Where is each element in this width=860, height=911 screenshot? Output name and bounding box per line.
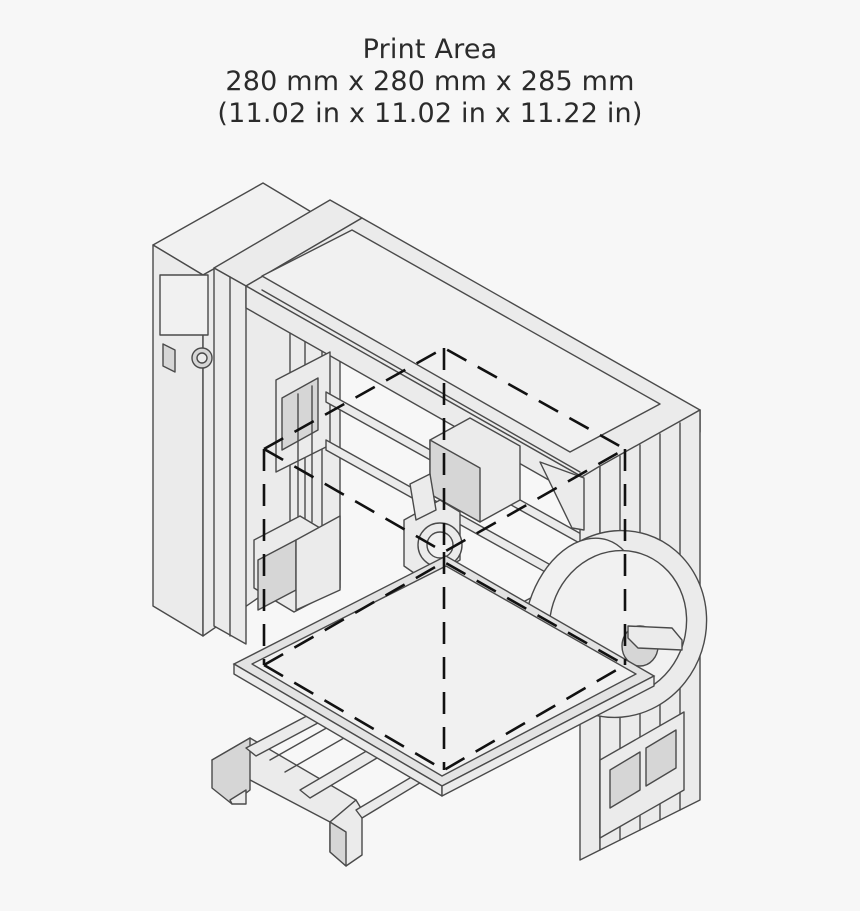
power-switch-icon (162, 343, 176, 373)
build-volume-outline (262, 346, 627, 772)
display-screen-icon (159, 274, 209, 336)
caption-metric-dimensions: 280 mm x 280 mm x 285 mm (225, 66, 635, 97)
spool-icon (523, 529, 708, 719)
caption-title: Print Area (362, 34, 498, 65)
caption-imperial-dimensions: (11.02 in x 11.02 in x 11.22 in) (217, 98, 643, 129)
print-head (403, 417, 521, 587)
print-area-caption: Print Area 280 mm x 280 mm x 285 mm (11.… (0, 34, 860, 130)
